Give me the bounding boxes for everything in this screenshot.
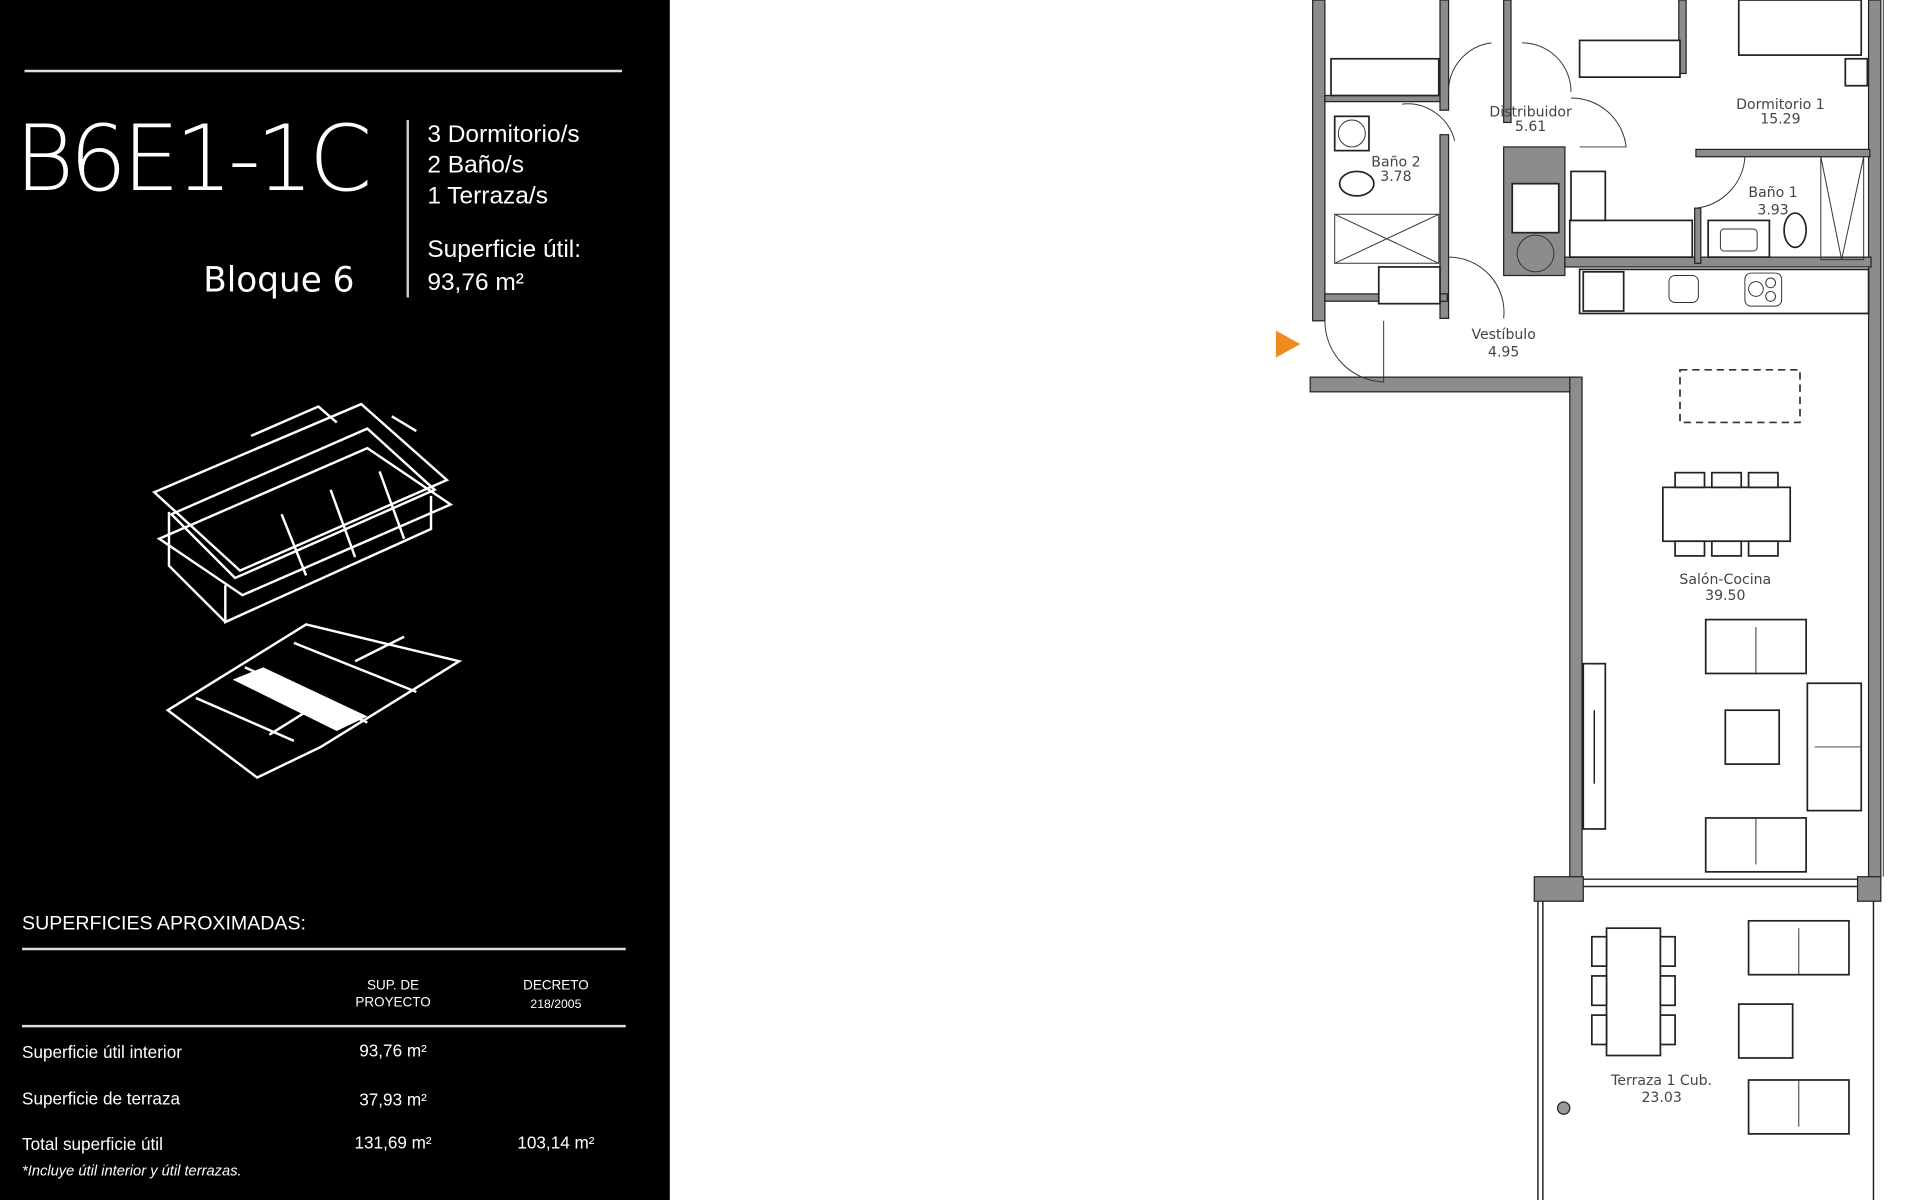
row-label: Total superficie útil: [22, 1134, 163, 1154]
feature-bathrooms: 2 Baño/s: [427, 152, 524, 179]
wall: [1312, 0, 1326, 322]
svg-text:39.50: 39.50: [1705, 588, 1745, 604]
footnote: *Incluye útil interior y útil terrazas.: [22, 1164, 242, 1180]
door: [1401, 103, 1456, 141]
door: [1324, 320, 1385, 383]
surfaces-title: SUPERFICIES APROXIMADAS:: [22, 912, 306, 934]
door: [1695, 156, 1746, 209]
svg-text:3.93: 3.93: [1757, 202, 1788, 218]
svg-text:15.29: 15.29: [1760, 112, 1800, 128]
table-row: Total superficie útil 131,69 m² 103,14 m…: [22, 1133, 595, 1154]
wall: [1856, 876, 1882, 902]
door: [1448, 42, 1492, 92]
feature-terraces: 1 Terraza/s: [427, 182, 548, 209]
wall: [1569, 376, 1583, 883]
row-project: 131,69 m²: [355, 1133, 432, 1153]
svg-text:Baño 1: Baño 1: [1748, 185, 1797, 201]
kitchen-island: [1679, 368, 1801, 424]
row-label: Superficie útil interior: [22, 1042, 182, 1062]
kitchen-counter: [1578, 268, 1870, 315]
col-project-header: SUP. DE: [367, 977, 419, 992]
row-decree: 103,14 m²: [517, 1133, 594, 1153]
svg-text:23.03: 23.03: [1641, 1090, 1681, 1106]
block-label: Bloque 6: [203, 260, 354, 300]
room-label-bano-1: Baño 13.93: [1748, 185, 1797, 218]
row-project: 93,76 m²: [359, 1041, 427, 1061]
svg-text:4.95: 4.95: [1488, 344, 1519, 360]
surface-label: Superficie útil:: [427, 236, 581, 263]
table-row: Superficie de terraza 37,93 m²: [22, 1088, 427, 1109]
col-decree-header: DECRETO: [523, 977, 589, 992]
door: [1448, 256, 1505, 319]
svg-text:Vestíbulo: Vestíbulo: [1471, 327, 1535, 343]
info-panel: B6E1-1C Bloque 6 3 Dormitorio/s 2 Baño/s…: [0, 0, 670, 1200]
svg-text:Terraza 1 Cub.: Terraza 1 Cub.: [1610, 1073, 1712, 1089]
door: [1522, 42, 1572, 92]
wall: [1867, 0, 1882, 883]
room-label-dormitorio-1: Dormitorio 115.29: [1736, 97, 1825, 128]
wall: [1309, 376, 1581, 393]
surface-value: 93,76 m²: [427, 269, 524, 296]
building-isometric-icon: [152, 402, 463, 779]
dining-table: [1662, 471, 1792, 557]
room-label-bano-2: Baño 23.78: [1371, 155, 1420, 186]
table-row: Superficie útil interior 93,76 m²: [22, 1041, 427, 1062]
entrance-arrow-icon: [1275, 330, 1301, 358]
row-label: Superficie de terraza: [22, 1088, 180, 1108]
svg-text:Baño 2: Baño 2: [1371, 155, 1420, 171]
svg-text:Distribuidor: Distribuidor: [1489, 104, 1572, 120]
unit-code: B6E1-1C: [15, 107, 373, 212]
svg-text:3.78: 3.78: [1380, 169, 1411, 185]
door: [1571, 97, 1627, 148]
living-area: [1582, 618, 1863, 873]
col-decree-header: 218/2005: [530, 997, 581, 1011]
svg-text:Salón-Cocina: Salón-Cocina: [1679, 572, 1771, 588]
wall: [1533, 876, 1584, 902]
svg-text:Dormitorio 1: Dormitorio 1: [1736, 97, 1825, 113]
room-label-terraza: Terraza 1 Cub.23.03: [1610, 1073, 1712, 1106]
row-project: 37,93 m²: [359, 1090, 427, 1110]
svg-text:5.61: 5.61: [1515, 119, 1546, 135]
feature-bedrooms: 3 Dormitorio/s: [427, 121, 579, 148]
closet: [1330, 39, 1694, 305]
col-project-header: PROYECTO: [355, 995, 430, 1010]
terrace-furniture: [1556, 919, 1850, 1135]
